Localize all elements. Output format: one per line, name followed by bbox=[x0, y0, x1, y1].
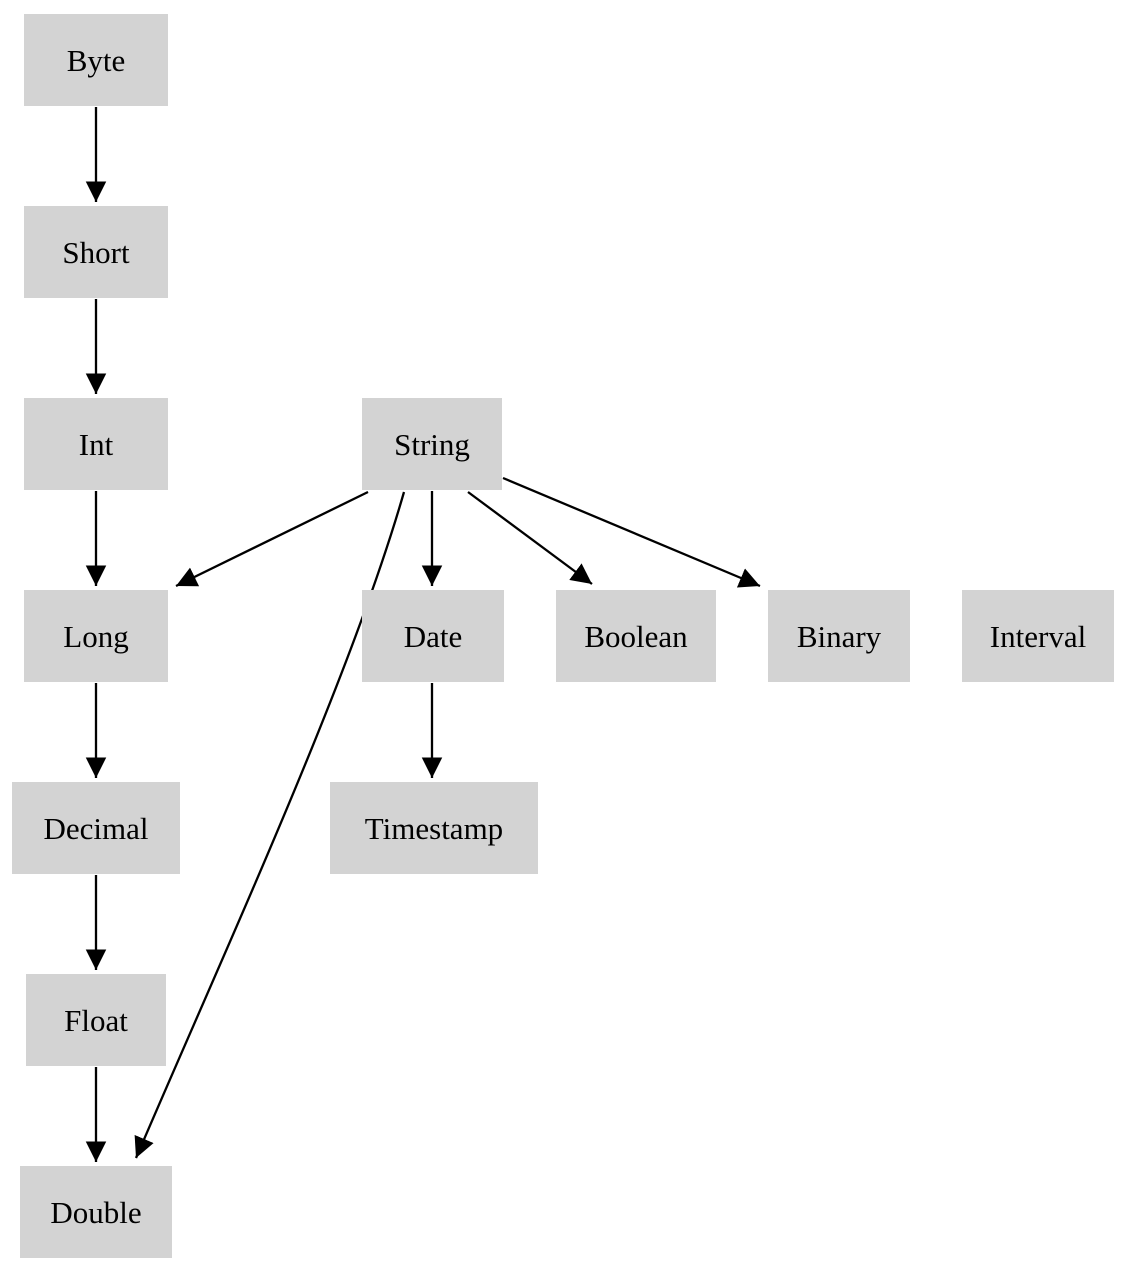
node-timestamp: Timestamp bbox=[330, 782, 538, 874]
node-long: Long bbox=[24, 590, 168, 682]
node-short: Short bbox=[24, 206, 168, 298]
node-byte: Byte bbox=[24, 14, 168, 106]
edge-string-binary bbox=[502, 476, 761, 588]
edge-string-boolean bbox=[467, 491, 593, 585]
node-float: Float bbox=[26, 974, 166, 1066]
node-string: String bbox=[362, 398, 502, 490]
node-boolean: Boolean bbox=[556, 590, 716, 682]
edges-group bbox=[85, 107, 761, 1162]
node-int: Int bbox=[24, 398, 168, 490]
node-interval: Interval bbox=[962, 590, 1114, 682]
node-decimal: Decimal bbox=[12, 782, 180, 874]
node-double: Double bbox=[20, 1166, 172, 1258]
edge-string-double bbox=[134, 491, 406, 1159]
node-date: Date bbox=[362, 590, 504, 682]
node-binary: Binary bbox=[768, 590, 910, 682]
edge-string-long bbox=[175, 490, 369, 588]
